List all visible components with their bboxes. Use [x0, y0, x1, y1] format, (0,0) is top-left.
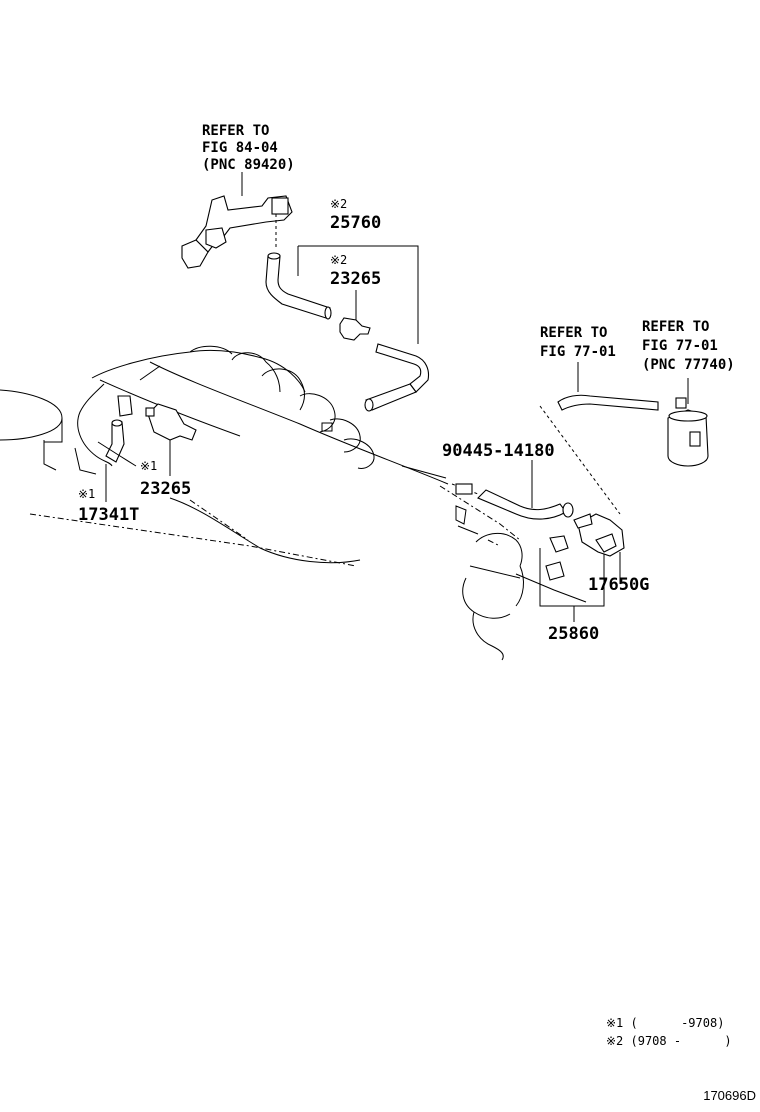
vapor-pipe-part — [557, 394, 659, 411]
refer-77-right-line3: (PNC 77740) — [642, 357, 735, 373]
hose-upper-right-part — [364, 343, 430, 412]
part-17341t-mark: ※1 — [78, 487, 95, 501]
label-refer-84-04: REFER TO FIG 84-04 (PNC 89420) — [202, 123, 295, 173]
refer-77-left-line1: REFER TO — [540, 325, 607, 341]
leader-lines — [97, 172, 689, 622]
refer-84-line3: (PNC 89420) — [202, 157, 295, 173]
intake-manifold-drawing — [0, 345, 449, 564]
label-refer-77-01-right: REFER TO FIG 77-01 (PNC 77740) — [642, 319, 735, 373]
throttle-body-drawing — [455, 505, 524, 661]
refer-77-right-line2: FIG 77-01 — [642, 338, 718, 354]
label-17650g: 17650G — [588, 575, 649, 595]
part-23265-upper-number: 23265 — [330, 269, 381, 289]
hose-90445-14180-part — [451, 483, 574, 520]
note-1: ※1 ( -9708) — [606, 1016, 724, 1030]
label-25760: ※2 25760 — [330, 197, 381, 233]
part-17341t-number: 17341T — [78, 505, 139, 525]
canister-hose-dashline — [539, 405, 621, 515]
refer-77-left-line2: FIG 77-01 — [540, 344, 616, 360]
part-25860-number: 25860 — [548, 624, 599, 644]
applicability-notes: ※1 ( -9708) ※2 (9708 - ) — [606, 1016, 732, 1048]
label-90445-14180: 90445-14180 — [442, 441, 555, 461]
part-17650g-number: 17650G — [588, 575, 649, 595]
hose-17341t-part — [105, 395, 133, 463]
part-23265-lower-number: 23265 — [140, 479, 191, 499]
part-90445-14180-number: 90445-14180 — [442, 441, 555, 461]
label-23265-lower: ※1 23265 — [140, 459, 191, 499]
upper-bracket-part — [181, 195, 293, 269]
charcoal-canister-part — [667, 397, 709, 467]
part-23265-lower-mark: ※1 — [140, 459, 157, 473]
label-refer-77-01-left: REFER TO FIG 77-01 — [540, 325, 616, 360]
hose-25760-part — [265, 252, 332, 320]
check-valve-upper-part — [339, 317, 371, 341]
check-valve-lower-part — [145, 403, 197, 441]
label-23265-upper: ※2 23265 — [330, 253, 381, 289]
label-25860: 25860 — [548, 624, 599, 644]
refer-84-line1: REFER TO — [202, 123, 269, 139]
part-25760-mark: ※2 — [330, 197, 347, 211]
part-25760-number: 25760 — [330, 213, 381, 233]
label-17341t: ※1 17341T — [78, 487, 139, 525]
refer-77-right-line1: REFER TO — [642, 319, 709, 335]
refer-84-line2: FIG 84-04 — [202, 140, 278, 156]
centerlines — [29, 485, 521, 567]
part-23265-upper-mark: ※2 — [330, 253, 347, 267]
note-2: ※2 (9708 - ) — [606, 1034, 732, 1048]
vsv-assembly-part — [545, 513, 625, 581]
figure-code: 170696D — [703, 1088, 756, 1103]
